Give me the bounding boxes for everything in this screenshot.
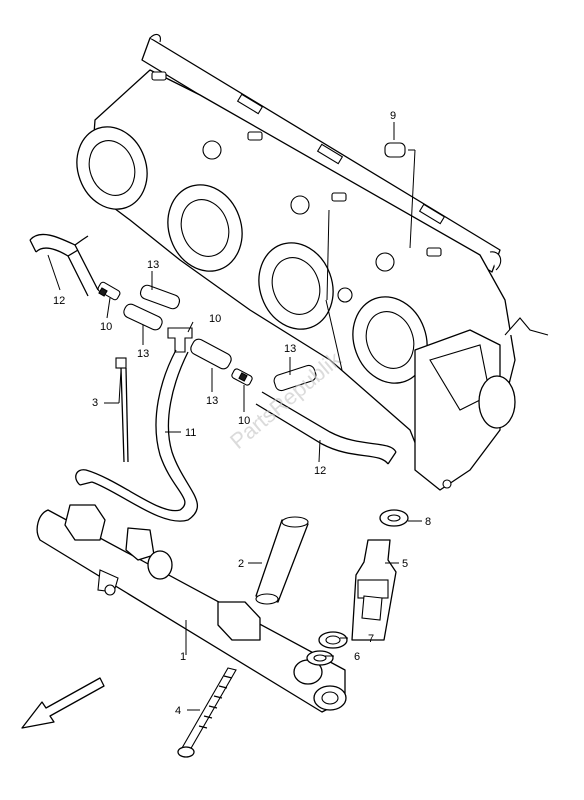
callout-13a: 13 [147,259,159,271]
sleeve-13c [190,338,232,370]
washer-6 [306,650,334,666]
intake-bell-1 [76,126,148,210]
bolt-4 [177,667,237,758]
callout-10c: 10 [238,415,250,427]
callout-10b: 10 [209,313,221,325]
intake-bell-2 [167,184,243,272]
intake-bell-4 [352,296,428,384]
sensor-housing [414,317,549,491]
sleeve-13b [123,303,163,331]
sleeve-2 [255,516,309,605]
callout-6: 6 [354,651,360,663]
callout-13c: 13 [284,343,296,355]
tee-connector-10b [167,327,193,353]
callout-10a: 10 [100,321,112,333]
hose-assembly [29,142,406,522]
sleeve-13d [273,364,317,392]
o-ring-7 [318,631,348,649]
ring-8 [379,509,409,527]
callout-7: 7 [368,633,374,645]
callout-5: 5 [402,558,408,570]
callout-13b: 13 [137,348,149,360]
cable-tie-3 [115,357,129,463]
sleeve-13a [139,284,181,310]
connector-10a [97,281,121,301]
callout-12b: 12 [314,465,326,477]
callout-9: 9 [390,110,396,122]
watermark: PartsRepublik [225,346,347,454]
front-direction-arrow [21,677,105,729]
throttle-body-assembly [76,33,549,491]
callout-11: 11 [185,427,196,439]
intake-bell-3 [258,242,334,330]
fuel-rail-assembly [36,504,347,713]
cap-9 [384,142,406,158]
injector-5 [351,539,397,641]
callout-12a: 12 [53,295,65,307]
leader-lines [47,122,422,711]
callout-2: 2 [238,558,244,570]
callout-8: 8 [425,516,431,528]
callout-13d: 13 [206,395,218,407]
callout-3: 3 [92,397,98,409]
callout-1: 1 [180,651,186,663]
connector-10c [231,368,253,386]
callout-4: 4 [175,705,181,717]
callout-labels: 9 13 12 10 10 13 13 3 13 10 11 12 8 2 5 … [53,110,431,717]
